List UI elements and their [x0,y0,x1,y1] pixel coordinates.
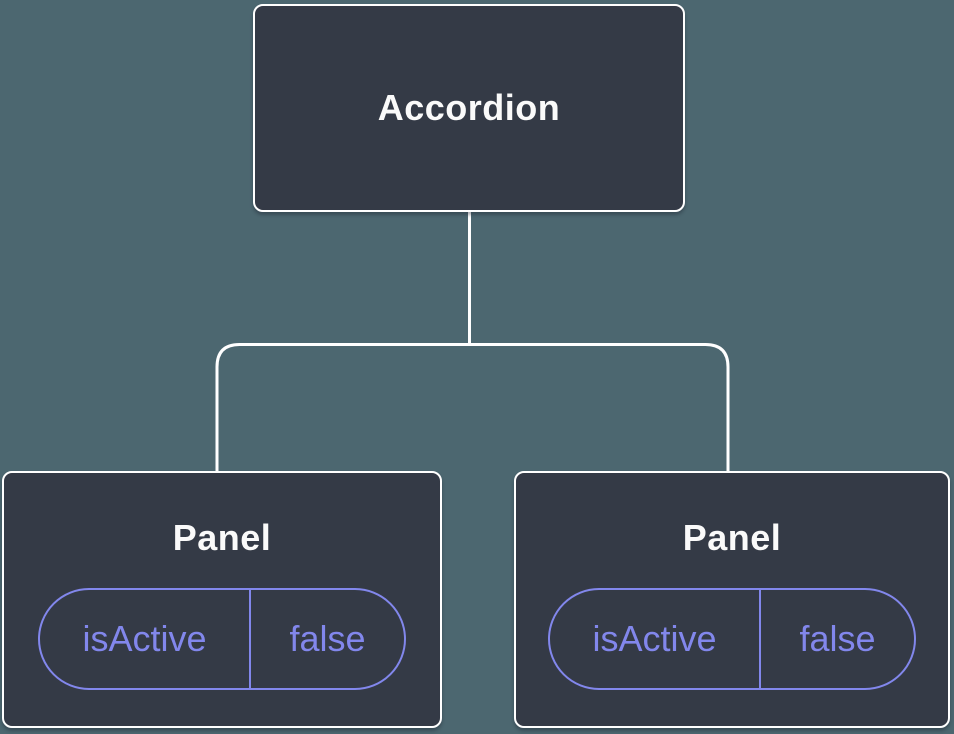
node-accordion: Accordion [253,4,685,212]
node-panel-right: Panel isActive false [514,471,950,728]
state-value: false [799,618,876,660]
node-panel-right-label: Panel [682,517,782,558]
state-pill: isActive false [38,588,406,691]
state-value: false [289,618,366,660]
node-panel-left: Panel isActive false [2,471,442,728]
node-accordion-label: Accordion [377,87,561,129]
connector-branch [215,343,730,473]
state-key: isActive [40,590,252,689]
node-panel-left-label: Panel [172,517,272,558]
state-key: isActive [550,590,762,689]
state-pill: isActive false [548,588,916,691]
